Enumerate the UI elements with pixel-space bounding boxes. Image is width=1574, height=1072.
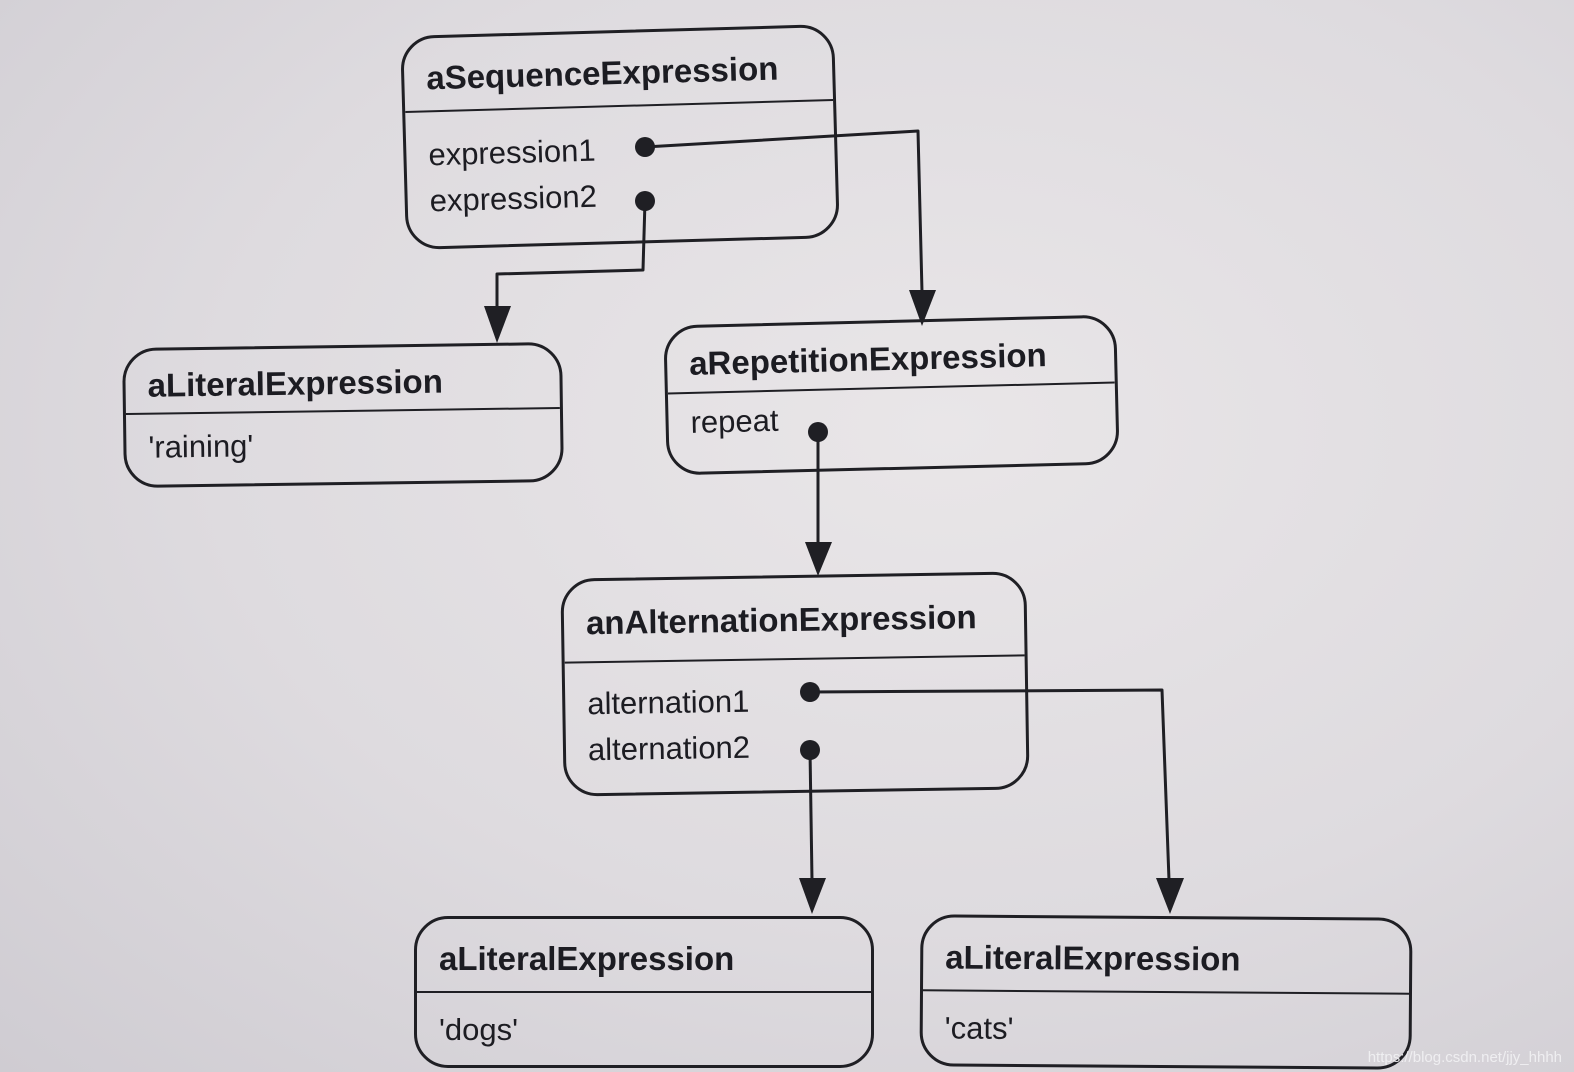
node-title: aLiteralExpression <box>922 917 1410 995</box>
literal-value: 'dogs' <box>439 1012 519 1047</box>
pointer-dot-expression2 <box>635 191 655 211</box>
field-repeat: repeat <box>690 402 779 440</box>
literal-value: 'raining' <box>148 428 254 465</box>
node-alternation-expression: anAlternationExpression alternation1 alt… <box>560 571 1030 797</box>
arrowhead-to-literal-raining <box>484 306 511 343</box>
edge-expression1-to-repetition <box>644 129 924 293</box>
arrowhead-to-alternation <box>805 542 832 576</box>
watermark-text: https://blog.csdn.net/jjy_hhhh <box>1367 1049 1562 1066</box>
field-alternation2: alternation2 <box>587 729 751 768</box>
edge-alternation1-to-literal-cats <box>809 688 1171 881</box>
arrowhead-to-literal-cats <box>1156 878 1184 914</box>
edge-alternation2-to-literal-dogs <box>808 749 814 881</box>
pointer-dot-expression1 <box>635 137 655 157</box>
arrowhead-to-literal-dogs <box>799 878 826 914</box>
node-literal-raining: aLiteralExpression 'raining' <box>122 341 564 489</box>
node-title: anAlternationExpression <box>563 574 1025 664</box>
pointer-dot-repeat <box>808 422 828 442</box>
pointer-dot-alternation2 <box>800 740 820 760</box>
literal-value: 'cats' <box>944 1010 1014 1046</box>
node-sequence-expression: aSequenceExpression expression1 expressi… <box>400 23 840 251</box>
edge-expression2-to-literal-raining <box>495 200 647 310</box>
node-repetition-expression: aRepetitionExpression repeat <box>663 314 1120 476</box>
node-literal-cats: aLiteralExpression 'cats' <box>919 914 1413 1070</box>
node-title: aRepetitionExpression <box>666 317 1115 395</box>
node-title: aLiteralExpression <box>125 344 560 416</box>
arrowhead-to-repetition <box>909 290 936 326</box>
field-alternation1: alternation1 <box>587 683 750 722</box>
pointer-dot-alternation1 <box>800 682 820 702</box>
node-literal-dogs: aLiteralExpression 'dogs' <box>414 916 874 1068</box>
node-title: aSequenceExpression <box>403 27 834 113</box>
node-title: aLiteralExpression <box>417 919 871 993</box>
